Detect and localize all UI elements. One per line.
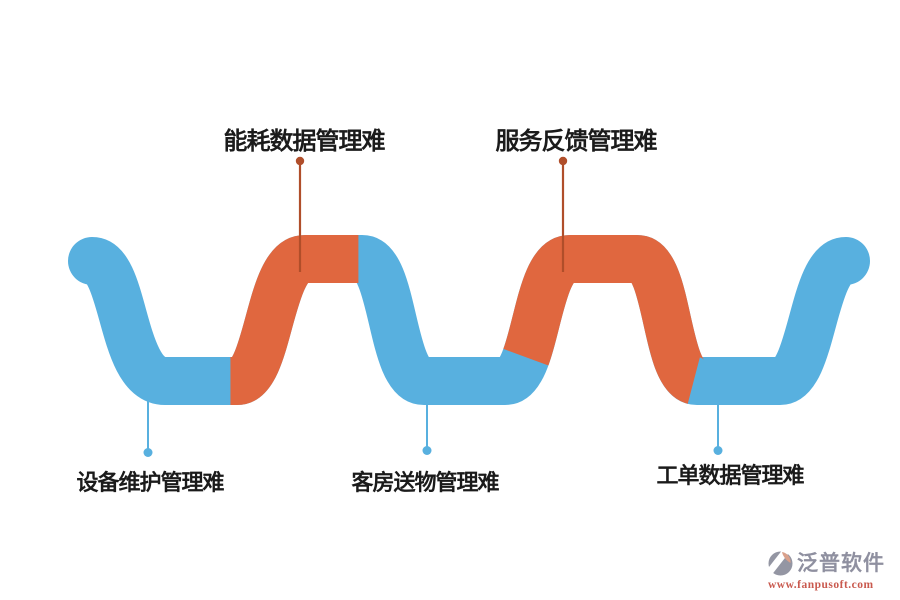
connector-dot-workorder [713,446,723,455]
logo-name-text: 泛普软件 [797,550,885,575]
snake-body-blue [68,235,870,405]
label-equipment-maintenance: 设备维护管理难 [76,470,224,495]
label-energy-data: 能耗数据管理难 [223,129,386,155]
fanpu-logo-icon [768,549,793,576]
connector-dot-feedback [558,156,568,166]
logo-url-text: www.fanpusoft.com [768,579,874,591]
connector-dot-roomservice [422,446,432,455]
connector-dot-energy [295,156,305,166]
label-workorder-data: 工单数据管理难 [656,463,804,488]
top-connector-group [295,156,568,272]
logo-watermark: 泛普软件 www.fanpusoft.com [768,549,898,591]
label-service-feedback: 服务反馈管理难 [495,129,658,155]
connector-dot-equipment [143,448,153,457]
label-room-delivery: 客房送物管理难 [351,470,499,495]
